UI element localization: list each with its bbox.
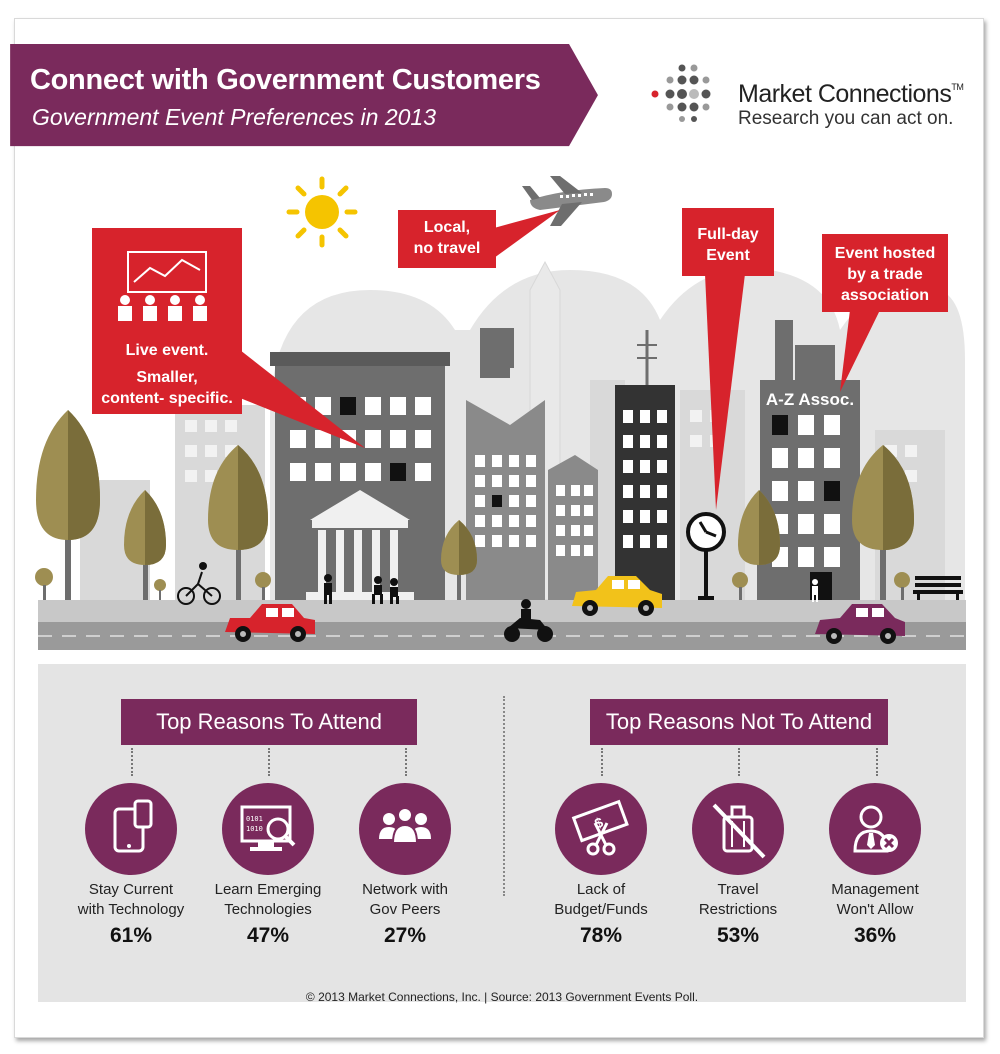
stat-value: 47% — [246, 924, 290, 947]
purple-car-icon — [815, 604, 905, 644]
stat-value: 78% — [579, 924, 623, 947]
city-scene: A-Z Assoc. — [35, 176, 966, 650]
callout-trade-text: Event hosted by a trade association — [834, 245, 936, 304]
clock-icon — [686, 512, 726, 600]
pedestrian-group-icon — [372, 576, 399, 604]
pedestrian-right-icon — [812, 579, 818, 602]
section-divider — [503, 696, 505, 896]
red-car-icon — [225, 604, 315, 642]
not-attend-section-title: Top Reasons Not To Attend — [590, 699, 888, 745]
stat-value: 53% — [716, 924, 760, 947]
pedestrian-icon — [324, 574, 332, 604]
callout-full-day-text: Full-day Event — [697, 226, 759, 264]
connector — [131, 748, 133, 776]
sun-icon — [286, 176, 358, 248]
callout-trade-association — [822, 234, 948, 392]
manager-denied-icon — [829, 783, 921, 875]
money-scissors-icon: $ — [555, 783, 647, 875]
connector — [268, 748, 270, 776]
yellow-car-icon — [572, 576, 662, 616]
motorcycle-icon — [504, 599, 553, 642]
svg-text:0101: 0101 — [246, 815, 263, 823]
no-luggage-icon — [692, 783, 784, 875]
tablet-icon — [85, 783, 177, 875]
page-subtitle: Government Event Preferences in 2013 — [32, 104, 437, 130]
page-title: Connect with Government Customers — [30, 64, 541, 96]
callout-local — [398, 210, 560, 268]
callout-local-text: Local, no travel — [413, 219, 481, 257]
title-banner — [10, 44, 598, 147]
trees — [35, 410, 914, 600]
building-sign: A-Z Assoc. — [766, 390, 854, 409]
logo-dots-icon — [651, 64, 711, 122]
callout-full-day — [682, 208, 774, 510]
logo-name: Market ConnectionsTM — [738, 80, 964, 108]
connector — [601, 748, 603, 776]
connector — [405, 748, 407, 776]
cyclist-icon — [177, 571, 221, 605]
callout-live-event — [92, 228, 365, 448]
connector — [876, 748, 878, 776]
footer-source: © 2013 Market Connections, Inc. | Source… — [305, 990, 699, 1004]
callout-live-event-text: Live event. Smaller, content- specific. — [101, 342, 233, 407]
svg-text:1010: 1010 — [246, 825, 263, 833]
airplane-icon — [522, 176, 612, 226]
stat-value: 27% — [383, 924, 427, 947]
bench-icon — [913, 576, 963, 600]
logo-tagline: Research you can act on. — [738, 108, 954, 129]
attend-section-title: Top Reasons To Attend — [121, 699, 417, 745]
stat-value: 61% — [109, 924, 153, 947]
people-group-icon — [359, 783, 451, 875]
connector — [738, 748, 740, 776]
computer-magnifier-icon: 0101 1010 — [222, 783, 314, 875]
stat-value: 36% — [853, 924, 897, 947]
